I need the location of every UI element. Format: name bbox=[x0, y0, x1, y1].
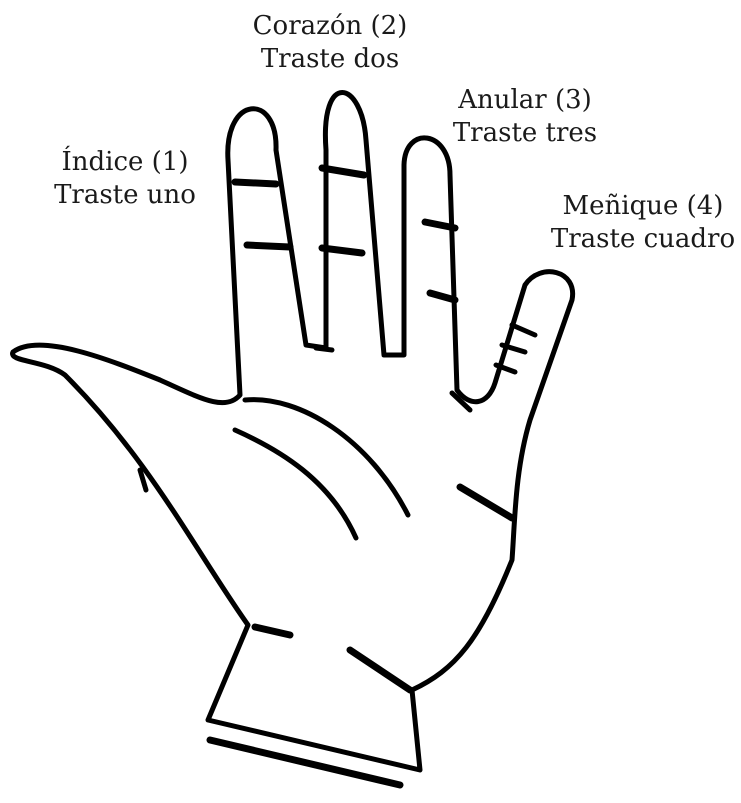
pinky-finger-name: Meñique (4) bbox=[548, 190, 738, 223]
ring-joint-lower bbox=[430, 293, 455, 300]
middle-finger-name: Corazón (2) bbox=[240, 10, 420, 43]
label-ring-finger: Anular (3) Traste tres bbox=[440, 84, 610, 150]
palm-line-heart bbox=[245, 400, 408, 515]
wrist-crease-upper bbox=[255, 627, 290, 635]
index-joint-lower bbox=[247, 245, 290, 247]
label-pinky-finger: Meñique (4) Traste cuadro bbox=[548, 190, 738, 256]
pinky-finger-fret: Traste cuadro bbox=[548, 223, 738, 256]
palm-line-head bbox=[235, 430, 356, 538]
wrist-crease-lower bbox=[210, 740, 400, 785]
ring-finger-name: Anular (3) bbox=[440, 84, 610, 117]
middle-joint-lower bbox=[322, 248, 362, 253]
palm-line-side bbox=[460, 487, 512, 518]
index-finger-fret: Traste uno bbox=[40, 179, 210, 212]
wrist-crease-middle bbox=[350, 650, 410, 690]
middle-finger-base-crease bbox=[316, 348, 332, 350]
ring-finger-fret: Traste tres bbox=[440, 117, 610, 150]
index-finger-name: Índice (1) bbox=[40, 146, 210, 179]
label-index-finger: Índice (1) Traste uno bbox=[40, 146, 210, 212]
index-joint-upper bbox=[235, 182, 276, 184]
pinky-joint-upper bbox=[512, 325, 535, 335]
middle-finger-fret: Traste dos bbox=[240, 43, 420, 76]
label-middle-finger: Corazón (2) Traste dos bbox=[240, 10, 420, 76]
